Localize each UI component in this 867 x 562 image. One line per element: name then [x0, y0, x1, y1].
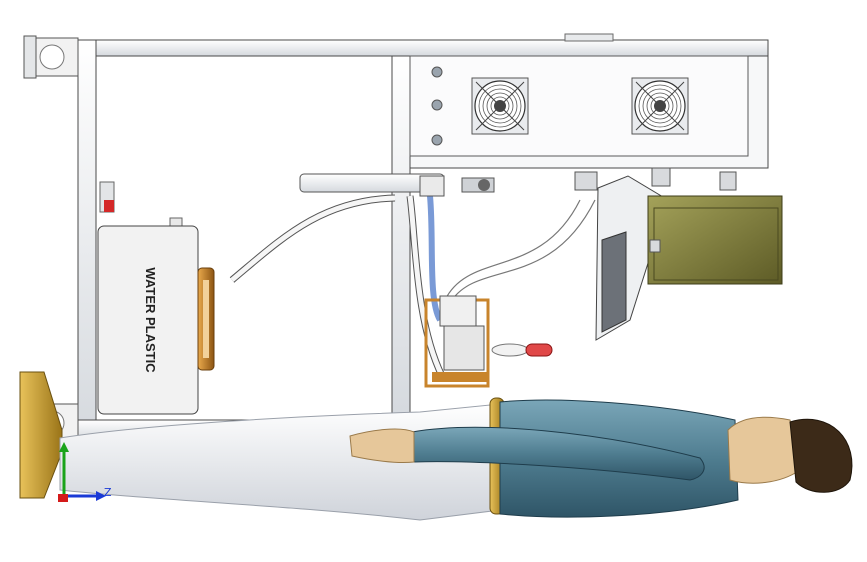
- fan-icon: [471, 77, 529, 135]
- pump-assembly: [424, 295, 553, 388]
- axis-z-label: Z: [104, 486, 112, 499]
- tank-label: WATER PLASTIC: [143, 267, 158, 373]
- axis-triad-icon: [58, 442, 106, 502]
- pipe-system: [229, 173, 596, 378]
- fan-housing: [409, 55, 769, 169]
- fan-icon: [631, 77, 689, 135]
- water-tank: WATER PLASTIC: [97, 181, 215, 415]
- housing-brackets: [574, 167, 737, 191]
- flange-top-left: [23, 35, 79, 79]
- human-manikin: [19, 371, 853, 521]
- electrical-box: [647, 195, 783, 285]
